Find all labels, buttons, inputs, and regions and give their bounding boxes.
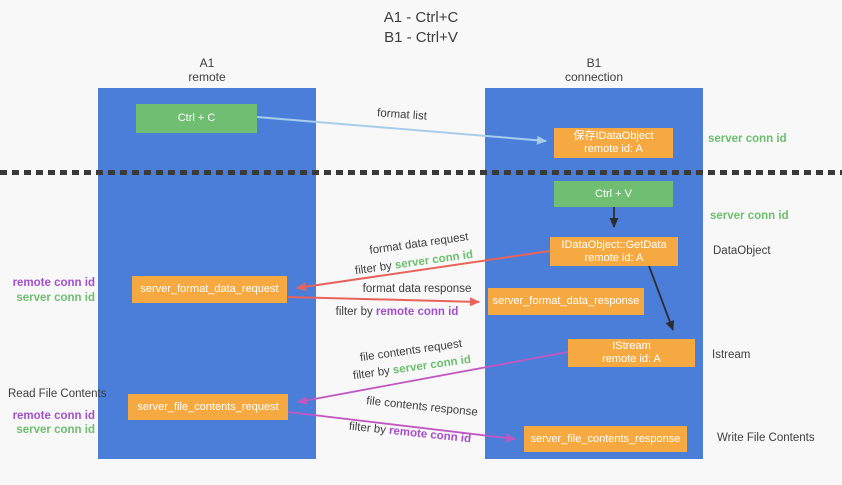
node-save-idataobject: 保存IDataObject remote id: A (554, 128, 673, 158)
side-label-server-conn-id-right-2: server conn id (710, 210, 789, 222)
node-server-format-data-response-label: server_format_data_response (492, 295, 640, 307)
arrow-format-list (256, 116, 547, 145)
node-server-format-data-request-label: server_format_data_request (140, 283, 279, 295)
title-line-2: B1 - Ctrl+V (384, 29, 458, 46)
side-label-server-conn-id-left-2: server conn id (16, 424, 95, 436)
node-server-file-contents-request-label: server_file_contents_request (137, 400, 279, 413)
node-ctrl-v: Ctrl + V (554, 181, 673, 207)
side-label-server-conn-id-left-1: server conn id (16, 292, 95, 304)
arrow-getdata-to-istream (648, 265, 675, 331)
side-label-read-file-contents: Read File Contents (8, 388, 107, 400)
dotted-separator-line (0, 170, 842, 175)
column-b1-sub: connection (564, 70, 624, 84)
filter-by-text: filter by (335, 306, 376, 318)
title-line-1: A1 - Ctrl+C (383, 9, 459, 26)
node-save-idataobject-line1: 保存IDataObject (573, 130, 654, 142)
node-istream-line1: IStream (612, 340, 651, 352)
node-server-format-data-request: server_format_data_request (132, 276, 287, 303)
side-label-remote-conn-id-left-1: remote conn id (12, 277, 95, 289)
column-header-a1: A1 remote (98, 56, 316, 84)
node-ctrl-c-label: Ctrl + C (177, 112, 216, 124)
arrow-format-data-response (287, 296, 480, 307)
side-label-istream: Istream (712, 349, 751, 361)
column-header-b1: B1 connection (485, 56, 703, 84)
column-a1-sub: remote (188, 70, 226, 84)
side-label-server-conn-id-right-1: server conn id (708, 133, 787, 145)
node-server-file-contents-request: server_file_contents_request (128, 394, 288, 420)
node-idataobject-getdata-line2: remote id: A (584, 251, 644, 264)
node-server-file-contents-response: server_file_contents_response (524, 426, 687, 452)
diagram-title: A1 - Ctrl+C B1 - Ctrl+V (0, 8, 842, 48)
column-a1-name: A1 (199, 56, 215, 70)
node-save-idataobject-line2: remote id: A (584, 143, 643, 155)
node-istream: IStream remote id: A (568, 339, 695, 367)
node-idataobject-getdata: IDataObject::GetData remote id: A (550, 237, 678, 266)
edge-label-filter-remote-1: filter by remote conn id (336, 306, 459, 318)
node-ctrl-v-label: Ctrl + V (595, 187, 632, 200)
arrow-format-data-request (296, 250, 551, 292)
node-server-format-data-response: server_format_data_response (488, 288, 644, 315)
node-server-file-contents-response-label: server_file_contents_response (530, 432, 681, 445)
node-idataobject-getdata-line1: IDataObject::GetData (561, 238, 667, 251)
arrow-file-contents-request (297, 351, 569, 405)
edge-label-format-data-response: format data response (362, 283, 472, 295)
node-ctrl-c: Ctrl + C (136, 104, 257, 133)
side-label-write-file-contents: Write File Contents (717, 432, 815, 444)
column-b1-name: B1 (586, 56, 602, 70)
arrow-file-contents-response (287, 411, 516, 443)
side-label-dataobject: DataObject (713, 245, 771, 257)
node-istream-line2: remote id: A (602, 353, 661, 365)
side-label-remote-conn-id-left-2: remote conn id (12, 410, 95, 422)
remote-conn-id-text: remote conn id (375, 306, 459, 318)
